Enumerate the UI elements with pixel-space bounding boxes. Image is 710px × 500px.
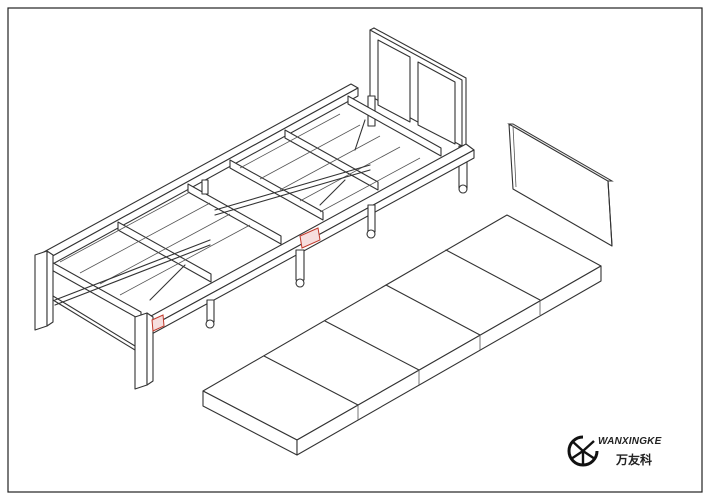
brand-logo: WANXINGKE 万友科 <box>566 433 676 473</box>
mattress-seam <box>324 320 420 371</box>
frame-slats <box>59 113 421 296</box>
mattress-seam <box>385 284 481 336</box>
headboard <box>367 27 468 194</box>
starburst-circle-logo-icon <box>567 435 599 467</box>
folding-mattress <box>202 214 602 456</box>
brand-name-latin: WANXINGKE <box>598 436 662 447</box>
drawing-border <box>7 7 703 493</box>
hinge-joints <box>151 227 321 332</box>
bed-frame <box>34 83 475 390</box>
lift-linkage <box>54 119 371 306</box>
mattress-seam <box>263 355 359 406</box>
mattress-seam <box>445 249 541 301</box>
wall-panel <box>507 123 614 247</box>
frame-legs <box>34 179 376 390</box>
brand-name-cjk: 万友科 <box>616 453 653 467</box>
